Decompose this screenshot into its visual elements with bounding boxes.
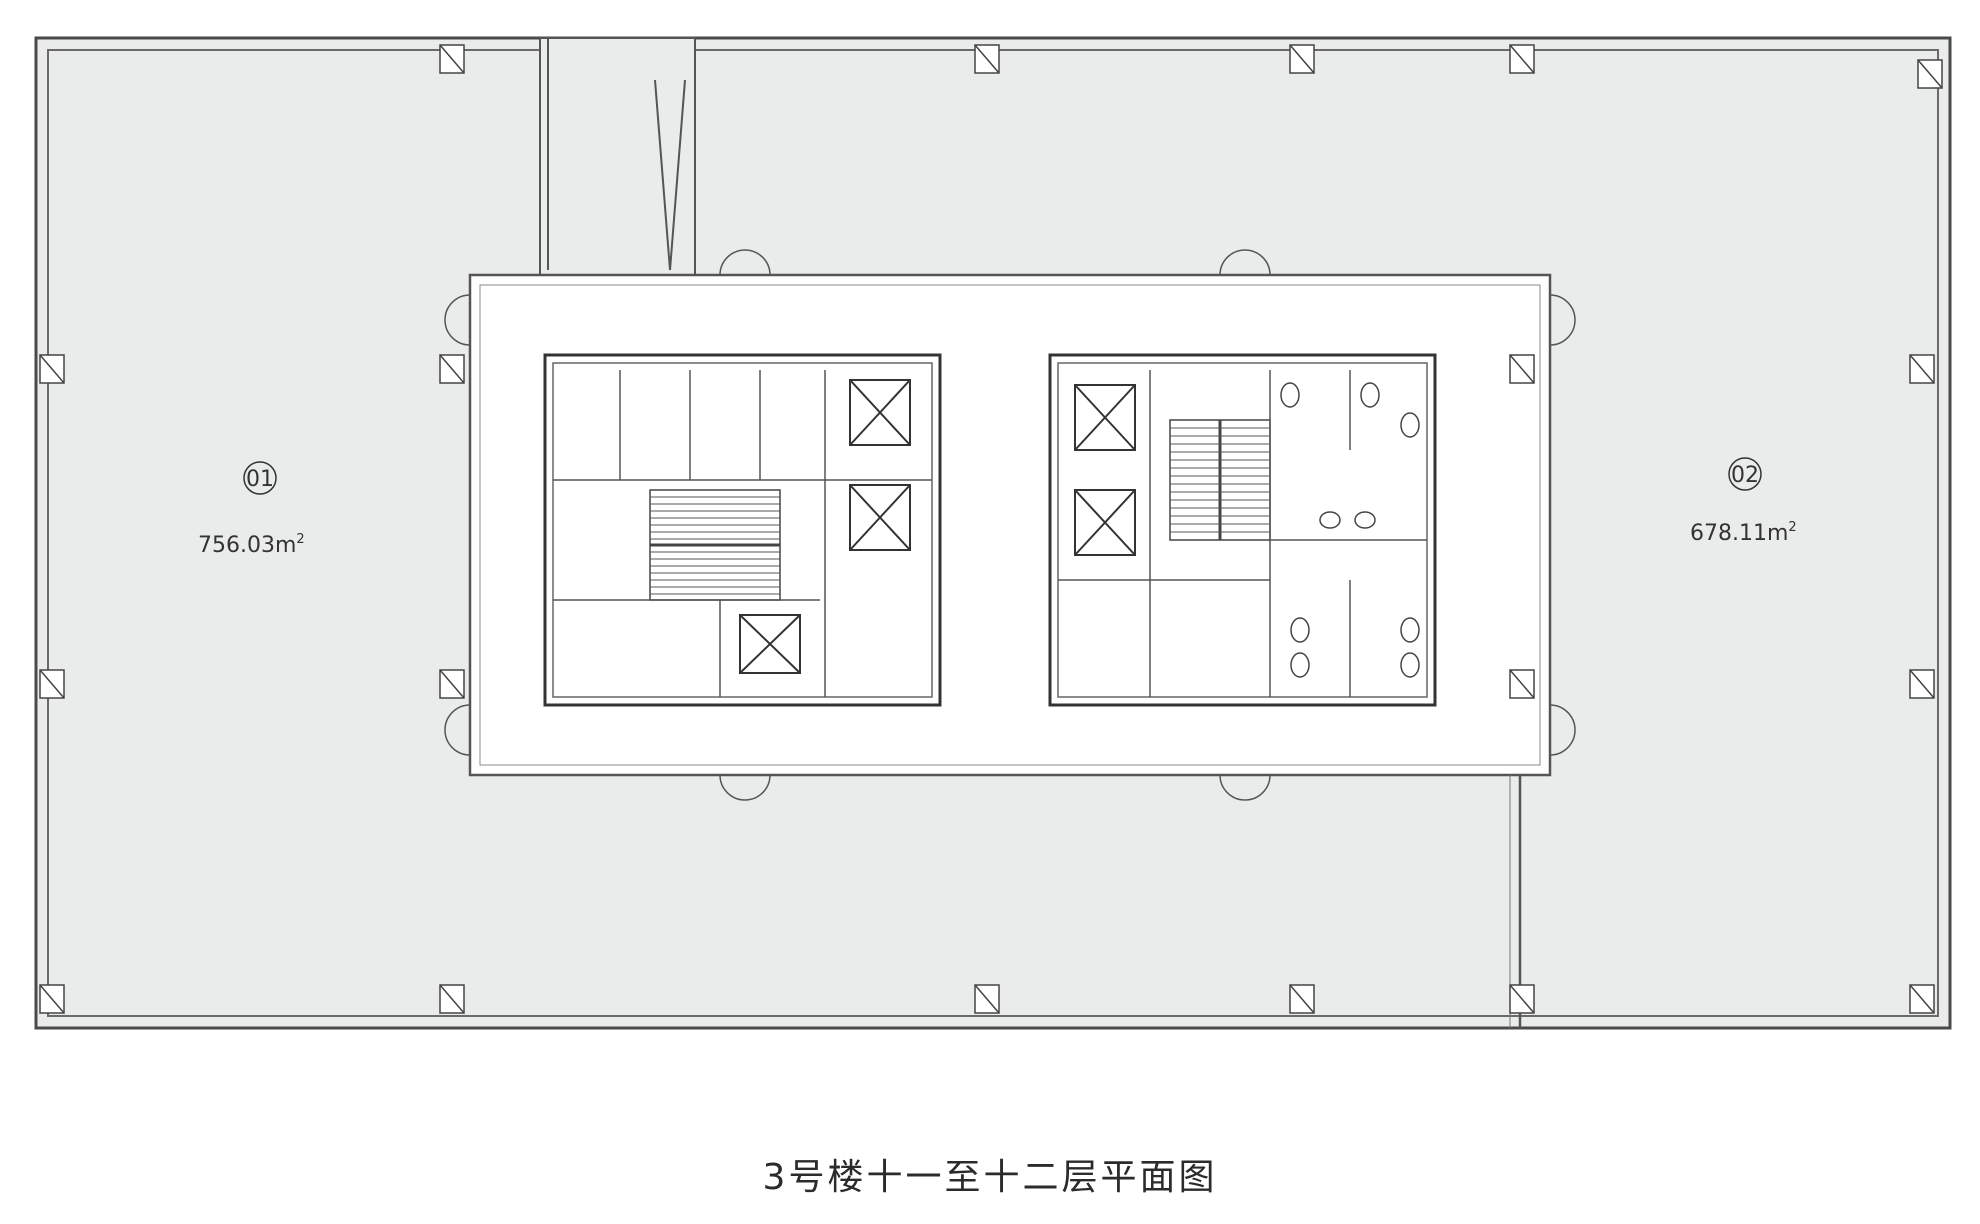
unit-01-id: 01 [246,467,274,492]
unit-02-area: 678.11m2 [1690,520,1797,546]
left-service-core [543,353,942,707]
plan-caption: 3号楼十一至十二层平面图 [762,1157,1218,1198]
core-corridor-inner [479,284,1541,766]
unit-01-label: 01 756.03m2 [198,461,305,558]
columns [39,44,1943,1014]
unit-01-area: 756.03m2 [198,532,305,558]
right-service-core [1048,353,1437,707]
unit-01-marker [243,461,277,495]
unit-02-marker [1728,457,1762,491]
unit-02-label: 02 678.11m2 [1690,457,1797,546]
service-shaft [539,37,696,279]
doors [444,249,1576,801]
unit-02-id: 02 [1731,463,1759,488]
